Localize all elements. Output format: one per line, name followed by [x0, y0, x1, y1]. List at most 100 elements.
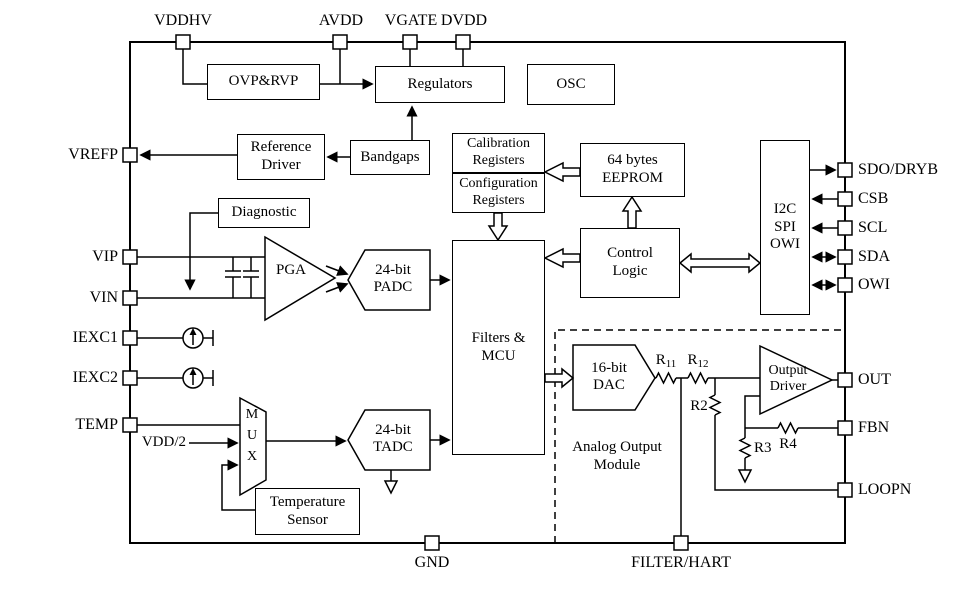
mux-letter-u: U [246, 428, 258, 443]
dac-shape [572, 344, 656, 411]
mux-shape [239, 396, 267, 497]
pin-label-out: OUT [858, 371, 891, 388]
input-capacitor-2 [243, 257, 259, 298]
wire-iexc2 [137, 370, 214, 386]
block-serial-interface: I2C SPI OWI [760, 140, 810, 315]
arrow-pga-to-padc-2 [325, 282, 349, 293]
pin-pad-sda [837, 249, 853, 265]
block-tempsensor-line1: Temperature [269, 493, 346, 510]
output-driver-triangle [759, 344, 834, 416]
pin-pad-scl [837, 220, 853, 236]
pin-label-vrefp: VREFP [68, 146, 118, 163]
current-source-arrow-head [189, 368, 197, 375]
pin-label-sdo-dryb: SDO/DRYB [858, 161, 939, 178]
pin-label-vgate: VGATE [384, 12, 438, 29]
block-reference-driver: Reference Driver [237, 134, 325, 180]
r3-ground-arrow-icon [737, 469, 753, 484]
block-diagnostic-label: Diagnostic [231, 204, 297, 221]
pin-pad-vddhv [175, 34, 191, 50]
input-capacitor-1 [225, 257, 241, 298]
resistor-r4 [777, 421, 799, 435]
block-control-line2: Logic [612, 263, 648, 279]
current-source-iexc2 [182, 367, 204, 389]
output-driver-line1: Output [768, 363, 808, 378]
pin-pad-temp [122, 417, 138, 433]
pin-pad-gnd [424, 535, 440, 551]
pin-pad-owi [837, 277, 853, 293]
mux-letter-m: M [245, 407, 259, 422]
pin-pad-fbn [837, 420, 853, 436]
wire-loopn [714, 415, 838, 491]
tadc-ref-arrow-icon [383, 480, 399, 495]
padc-line2: PADC [373, 279, 413, 295]
block-diagnostic: Diagnostic [218, 198, 310, 228]
aom-line2: Module [593, 457, 641, 473]
pin-label-vip: VIP [92, 248, 118, 265]
block-interface-line1: I2C [773, 200, 797, 217]
block-tempsensor-line2: Sensor [287, 511, 328, 528]
pin-label-vddhv: VDDHV [154, 12, 212, 29]
resistor-r2 [708, 394, 722, 416]
pin-label-iexc2: IEXC2 [72, 369, 118, 386]
r12-base: R [687, 352, 698, 368]
block-temperature-sensor: Temperature Sensor [255, 488, 360, 535]
pin-pads [122, 34, 853, 551]
bus-eeprom-to-registers [543, 161, 581, 183]
pin-pad-csb [837, 191, 853, 207]
resistor-r11 [655, 371, 677, 385]
dac-line1: 16-bit [591, 360, 627, 376]
block-configuration-line2: Registers [472, 193, 525, 208]
aom-line1: Analog Output [572, 439, 662, 455]
tadc-label: 24-bit TADC [352, 422, 434, 456]
block-calibration-registers: Calibration Registers [452, 133, 545, 173]
block-calibration-line1: Calibration [467, 136, 530, 152]
pin-pad-vgate [402, 34, 418, 50]
pga-triangle [264, 235, 337, 322]
bus-arrows [487, 161, 762, 389]
pin-pad-iexc1 [122, 330, 138, 346]
padc-label: 24-bit PADC [352, 262, 434, 296]
r12-label: R12 [682, 352, 714, 370]
block-interface-line2: SPI [774, 218, 796, 235]
arrow-tempsensor-to-mux [221, 459, 255, 511]
r11-label: R11 [650, 352, 682, 370]
current-source-arrow-head [189, 328, 197, 335]
dac-line2: DAC [593, 377, 625, 393]
r11-sub: 11 [665, 358, 677, 370]
analog-shapes [239, 235, 834, 497]
current-source-iexc1 [182, 327, 204, 349]
wire-feedback-node [744, 395, 778, 429]
block-ovp-rvp-label: OVP&RVP [228, 73, 299, 90]
wire-vddhv [182, 49, 207, 85]
mux-label: M U X [241, 404, 263, 467]
pin-pad-dvdd [455, 34, 471, 50]
pin-pad-iexc2 [122, 370, 138, 386]
pin-label-fbn: FBN [858, 419, 890, 436]
pin-pad-vin [122, 290, 138, 306]
block-calibration-line2: Registers [472, 153, 525, 168]
pin-pad-vrefp [122, 147, 138, 163]
padc-line1: 24-bit [375, 262, 411, 278]
pin-pad-sdo-dryb [837, 162, 853, 178]
output-driver-line2: Driver [769, 379, 807, 394]
block-control-logic: Control Logic [580, 228, 680, 298]
r2-label: R2 [690, 398, 708, 414]
pin-pad-avdd [332, 34, 348, 50]
pin-label-scl: SCL [858, 219, 888, 236]
pin-pad-out [837, 372, 853, 388]
tadc-line2: TADC [373, 439, 413, 455]
arrow-diagnostic [184, 212, 218, 291]
pin-pad-vip [122, 249, 138, 265]
block-reference-driver-line1: Reference [250, 139, 312, 156]
block-interface-line3: OWI [770, 236, 800, 253]
vdd-half-label: VDD/2 [141, 434, 186, 450]
analog-output-module-label: Analog Output Module [554, 438, 680, 474]
pin-label-dvdd: DVDD [440, 12, 488, 29]
pin-label-sda: SDA [858, 248, 891, 265]
block-filters-line1: Filters & [471, 329, 526, 346]
r4-label: R4 [779, 436, 797, 452]
block-bandgaps: Bandgaps [350, 140, 430, 175]
bus-mcu-to-dac [544, 367, 575, 389]
block-configuration-line1: Configuration [459, 176, 538, 192]
